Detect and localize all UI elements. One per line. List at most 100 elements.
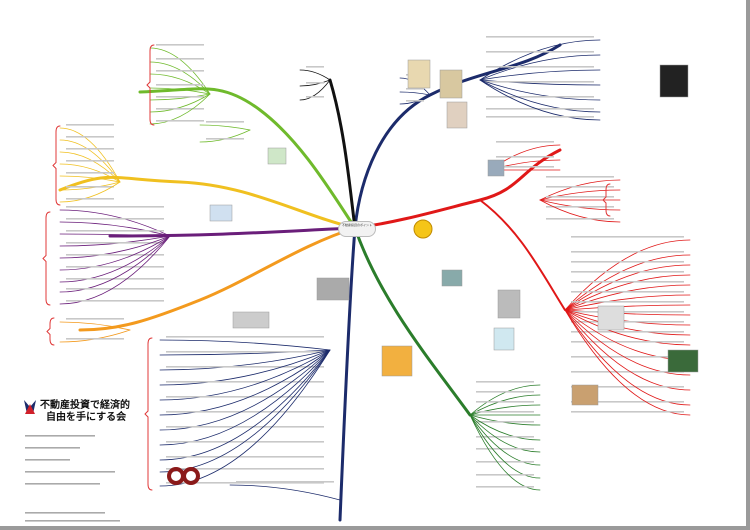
leaf-red	[564, 264, 691, 311]
leaf-text-placeholder	[166, 456, 324, 458]
leaf-yellow	[59, 139, 121, 183]
leaf-text-placeholder	[66, 198, 114, 200]
building-photo-image	[597, 305, 625, 331]
leaf-text-placeholder	[571, 291, 684, 293]
leaf-navy	[159, 339, 331, 351]
leaf-text-placeholder	[486, 66, 594, 68]
leaf-text-placeholder	[66, 186, 114, 188]
leaf-green-dark	[469, 414, 541, 453]
leaf-red	[564, 309, 691, 336]
branch-black	[328, 78, 357, 230]
leaf-navy	[159, 349, 331, 371]
leaf-yellow	[59, 181, 121, 203]
leaf-text-placeholder	[156, 44, 204, 46]
leaf-green	[149, 93, 211, 113]
leaf-red	[564, 309, 691, 416]
leaf-text-placeholder	[66, 206, 164, 208]
leaf-green-dark	[469, 414, 541, 491]
leaf-text-placeholder	[156, 120, 204, 122]
leaf-text-placeholder	[571, 411, 684, 413]
bracket	[146, 44, 155, 126]
leaf-text-placeholder	[496, 166, 554, 168]
leaf-green-dark	[469, 414, 541, 426]
leaf-red	[564, 309, 691, 376]
leaf-text-placeholder	[476, 448, 534, 450]
branch-navy-bottom	[338, 226, 357, 522]
leaf-text-placeholder	[156, 108, 204, 110]
leaf-text-placeholder	[306, 66, 324, 68]
leaf-text-placeholder	[66, 266, 164, 268]
leaf-orange	[59, 329, 131, 343]
leaf-text-placeholder	[66, 288, 164, 290]
leaf-black	[299, 79, 331, 101]
leaf-green	[149, 73, 211, 95]
photo-image	[232, 311, 270, 329]
logo-title-line2: 自由を手にする会	[46, 412, 127, 423]
leaf-text-placeholder	[166, 336, 324, 338]
leaf-navy	[159, 349, 331, 487]
logo-mark-icon	[24, 400, 36, 414]
logo-info-text-placeholder	[25, 447, 80, 449]
illustration-image	[267, 147, 287, 165]
leaf-text-placeholder	[571, 356, 684, 358]
illustration-image	[381, 345, 413, 377]
thinking-face-icon	[413, 219, 433, 239]
leaf-green	[199, 124, 251, 131]
leaf-text-placeholder	[546, 176, 614, 178]
photo-image	[316, 277, 350, 301]
bracket	[602, 183, 611, 217]
leaf-red	[564, 254, 691, 311]
leaf-yellow	[59, 181, 121, 191]
leaf-text-placeholder	[166, 396, 324, 398]
leaf-text-placeholder	[571, 341, 684, 343]
leaf-text-placeholder	[166, 411, 324, 413]
building-photo-image	[497, 289, 521, 319]
center-node[interactable]: 不動産投資のポイント	[338, 221, 376, 237]
leaf-text-placeholder	[166, 381, 324, 383]
leaf-purple	[59, 235, 171, 293]
leaf-text-placeholder	[486, 96, 594, 98]
leaf-yellow	[59, 163, 121, 183]
leaf-text-placeholder	[166, 426, 324, 428]
leaf-text-placeholder	[486, 36, 594, 38]
leaf-text-placeholder	[166, 468, 324, 470]
leaf-text-placeholder	[206, 121, 244, 123]
leaf-red	[564, 274, 691, 311]
logo-info-text-placeholder	[25, 520, 120, 522]
book-cover-image	[446, 101, 468, 129]
leaf-green-dark	[469, 404, 541, 416]
leaf-text-placeholder	[546, 196, 614, 198]
logo-info-text-placeholder	[25, 471, 115, 473]
leaf-black	[299, 69, 331, 81]
leaf-text-placeholder	[571, 271, 684, 273]
leaf-text-placeholder	[476, 421, 534, 423]
leaf-text-placeholder	[496, 156, 554, 158]
leaf-red	[539, 189, 621, 201]
leaf-text-placeholder	[476, 486, 534, 488]
leaf-purple	[59, 235, 171, 283]
leaf-navy	[479, 69, 601, 81]
leaf-text-placeholder	[546, 218, 614, 220]
leaf-text-placeholder	[571, 311, 684, 313]
leaf-navy	[479, 79, 601, 86]
bracket	[52, 125, 61, 206]
leaf-text-placeholder	[486, 116, 594, 118]
leaf-navy	[159, 349, 331, 401]
leaf-green	[199, 129, 251, 143]
leaf-red	[564, 309, 691, 346]
bracket	[42, 211, 51, 306]
icon-image	[487, 159, 505, 177]
leaf-text-placeholder	[66, 124, 114, 126]
leaf-green-dark	[469, 414, 541, 479]
leaf-text-placeholder	[66, 148, 114, 150]
leaf-text-placeholder	[156, 58, 204, 60]
leaf-yellow	[59, 175, 121, 183]
leaf-text-placeholder	[476, 391, 534, 393]
leaf-text-placeholder	[571, 371, 684, 373]
chalkboard-image	[667, 349, 699, 373]
leaf-text-placeholder	[571, 386, 684, 388]
leaf-purple	[59, 235, 171, 271]
leaf-text-placeholder	[66, 242, 164, 244]
leaf-green	[149, 87, 211, 95]
